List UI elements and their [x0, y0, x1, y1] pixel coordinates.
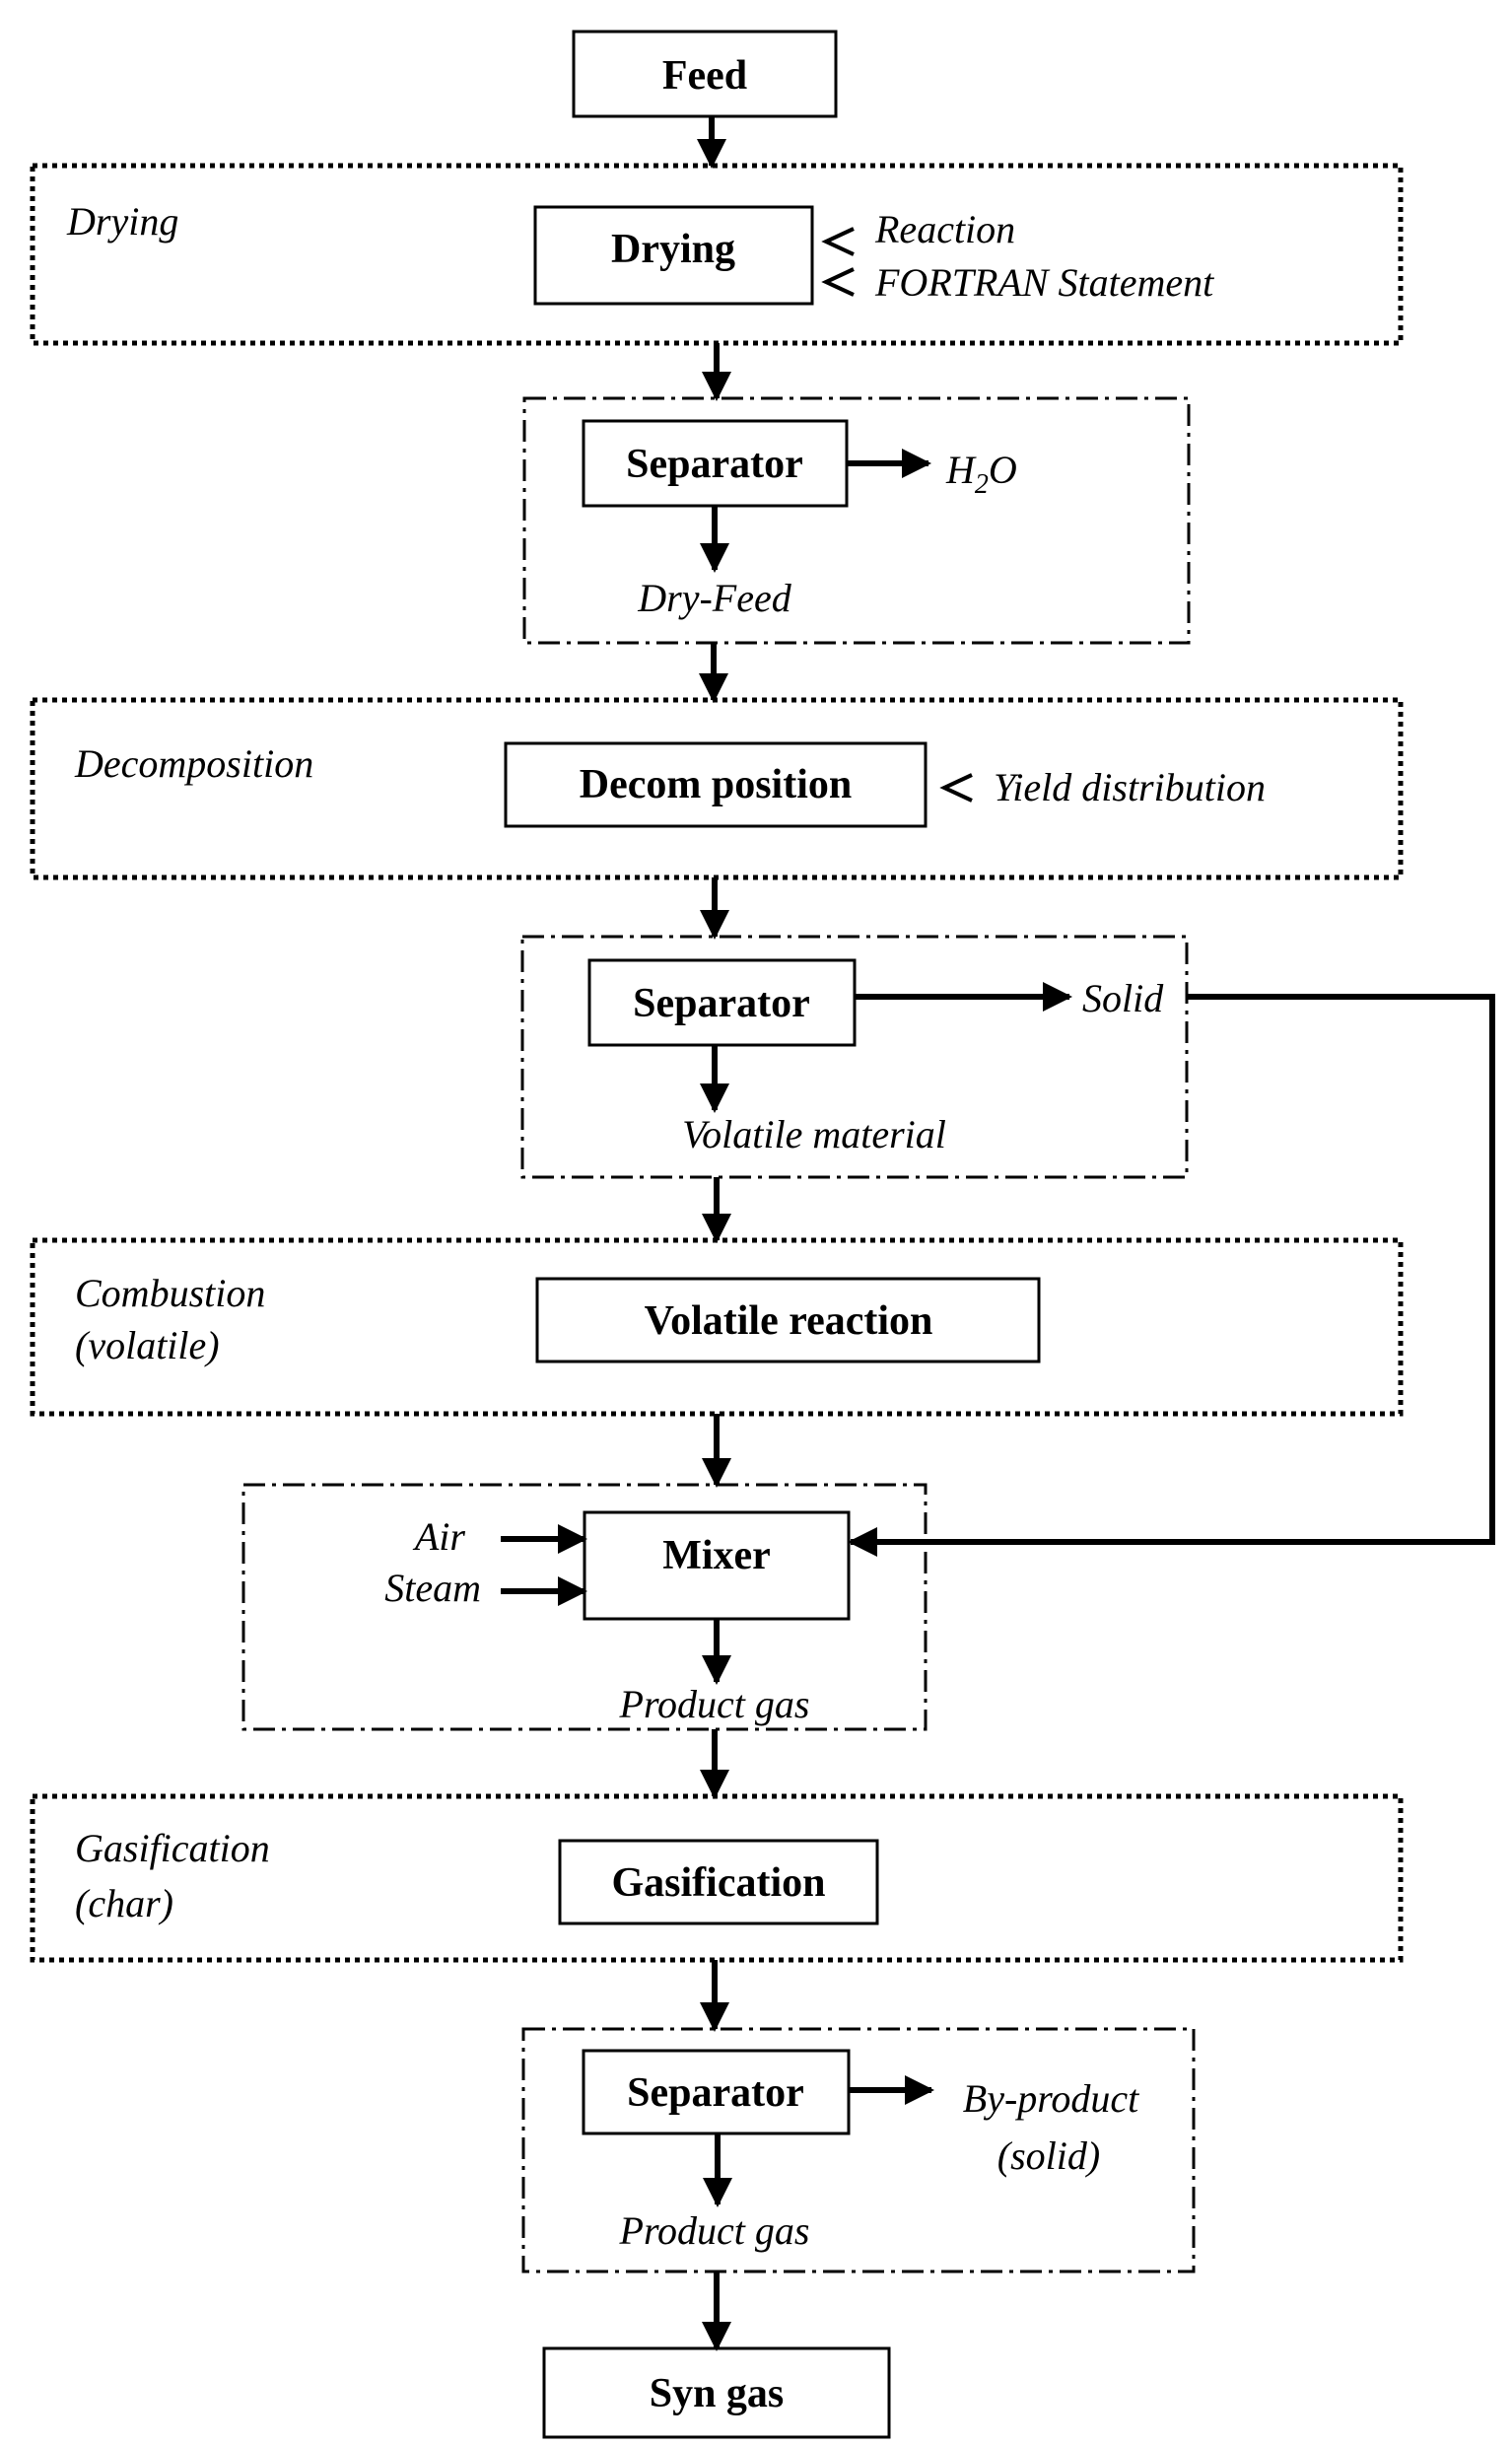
- product-gas-label-1: Product gas: [619, 1682, 810, 1726]
- h2o-subscript: 2: [975, 469, 989, 500]
- byproduct-label-2: (solid): [997, 2133, 1100, 2178]
- gasification-stage-label-1: Gasification: [75, 1826, 270, 1870]
- syngas-block[interactable]: [542, 2346, 891, 2439]
- arrowhead-left-icon: [821, 267, 855, 297]
- mixer-label: Mixer: [662, 1533, 771, 1578]
- separator1-block[interactable]: [582, 419, 849, 508]
- volatile-reaction-label: Volatile reaction: [645, 1298, 933, 1344]
- decomposition-note-yield: Yield distribution: [994, 765, 1266, 809]
- separator1-frame: [522, 396, 1191, 645]
- separator1-label: Separator: [626, 442, 803, 487]
- product-gas-label-2: Product gas: [619, 2208, 810, 2253]
- h2o-tail: O: [989, 448, 1017, 492]
- mixer-frame: [241, 1483, 928, 1731]
- steam-label: Steam: [384, 1566, 481, 1610]
- solid-recycle-line: [848, 994, 1495, 1557]
- feed-label: Feed: [662, 53, 747, 99]
- dry-feed-label: Dry-Feed: [637, 576, 791, 620]
- volatile-material-label: Volatile material: [682, 1112, 946, 1156]
- h2o-main: H: [945, 448, 977, 492]
- gasification-stage-label-2: (char): [75, 1881, 173, 1925]
- byproduct-label-1: By-product: [963, 2076, 1139, 2121]
- gasification-block-label: Gasification: [612, 1860, 826, 1906]
- solid-label: Solid: [1082, 976, 1164, 1020]
- arrowhead-left-icon: [821, 227, 855, 256]
- combustion-stage-label-2: (volatile): [75, 1323, 220, 1367]
- separator3-label: Separator: [627, 2070, 804, 2116]
- feed-block[interactable]: [572, 30, 838, 118]
- drying-note-reaction: Reaction: [874, 207, 1015, 251]
- decomposition-block-label: Decom position: [580, 762, 853, 807]
- separator3-frame: [521, 2027, 1196, 2273]
- volatile-reaction-block[interactable]: [535, 1277, 1041, 1363]
- syngas-label: Syn gas: [650, 2371, 785, 2416]
- separator2-label: Separator: [633, 981, 810, 1026]
- decomposition-block[interactable]: [504, 741, 928, 828]
- separator2-block[interactable]: [587, 958, 857, 1047]
- h2o-stream-label: H2O: [945, 448, 1017, 500]
- separator2-frame: [520, 935, 1189, 1179]
- combustion-stage-label-1: Combustion: [75, 1271, 265, 1315]
- drying-note-fortran: FORTRAN Statement: [874, 260, 1214, 305]
- drying-block[interactable]: [533, 205, 814, 306]
- gasification-block[interactable]: [558, 1839, 879, 1925]
- air-label: Air: [412, 1514, 466, 1559]
- arrowhead-left-icon: [939, 773, 973, 803]
- drying-block-label: Drying: [611, 227, 735, 272]
- decomposition-stage-label: Decomposition: [74, 741, 313, 786]
- drying-stage-label: Drying: [66, 199, 178, 244]
